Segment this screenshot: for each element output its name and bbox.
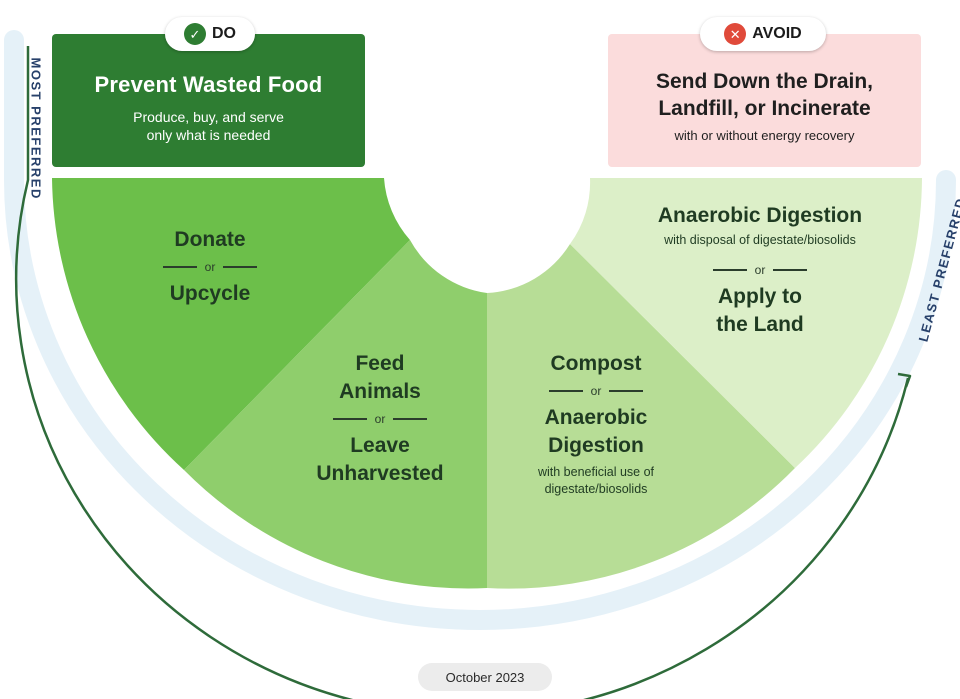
segment-apply-wedge [570,178,922,468]
check-icon: ✓ [184,23,206,45]
segment-donate: Donate or Upcycle [110,226,310,308]
avoid-label: AVOID [752,25,802,42]
or-divider: or [600,263,920,277]
or-divider: or [280,412,480,426]
segment-compost: Compost or Anaerobic Digestion with bene… [496,350,696,498]
avoid-badge: ✕ AVOID [700,17,826,51]
do-label: DO [212,25,236,42]
donate-label: Donate [174,228,246,251]
anaerobic-digestion-disposal-label: Anaerobic Digestion [657,204,863,227]
most-preferred-label: MOST PREFERRED [28,57,44,200]
segment-donate-wedge [52,178,410,470]
do-badge: ✓ DO [165,17,255,51]
prevent-title: Prevent Wasted Food [94,72,323,97]
date-text: October 2023 [445,669,525,685]
feed-animals-label: Feed Animals [339,352,421,403]
disposal-note: with disposal of digestate/biosolids [664,233,856,247]
prevent-wasted-food-box: Prevent Wasted Food Produce, buy, and se… [52,34,365,167]
beneficial-use-note: with beneficial use of digestate/biosoli… [537,465,655,496]
anaerobic-digestion-label: Anaerobic Digestion [544,406,648,457]
segment-compost-wedge [487,244,795,589]
arrow-head-icon [897,372,912,388]
or-divider: or [110,260,310,274]
avoid-disposal-box: Send Down the Drain, Landfill, or Incine… [608,34,921,167]
avoid-title: Send Down the Drain, Landfill, or Incine… [655,70,873,120]
leave-unharvested-label: Leave Unharvested [316,434,444,485]
preference-arrow [14,46,910,699]
prevent-subtitle: Produce, buy, and serve only what is nee… [133,109,284,143]
apply-to-land-label: Apply to the Land [716,285,804,336]
preference-band [3,30,956,630]
date-badge: October 2023 [418,663,552,691]
segment-feed-animals: Feed Animals or Leave Unharvested [280,350,480,488]
close-icon: ✕ [724,23,747,45]
compost-label: Compost [550,352,642,375]
or-divider: or [496,384,696,398]
upcycle-label: Upcycle [169,282,251,305]
segment-apply-to-land: Anaerobic Digestion with disposal of dig… [600,202,920,339]
avoid-subtitle: with or without energy recovery [674,128,855,143]
